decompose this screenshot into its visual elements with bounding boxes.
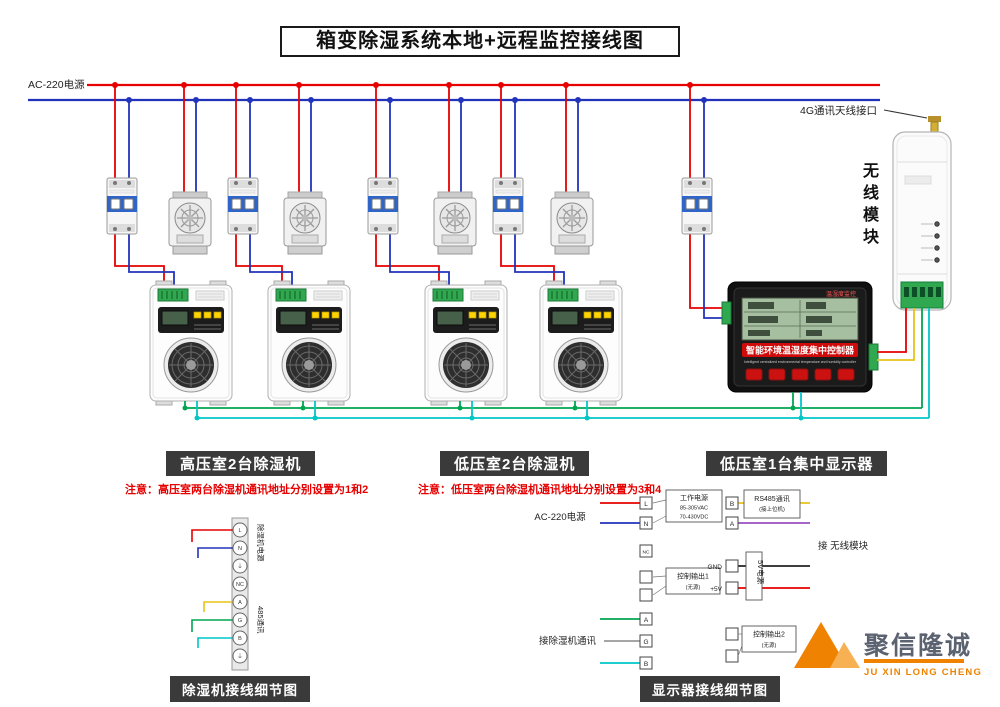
dehumidifier-comm-label: 接除湿机通讯 [539,635,597,647]
detail-dehumidifier-wiring: L N ⏚ NC A G B ⏚ 除湿机电源 485通讯 [191,517,266,671]
ctrl-out2-title: 控制输出2 [753,630,785,639]
terminal-label: L [238,528,241,534]
controller-badge: 温湿度监控 [826,290,856,298]
note-low-voltage: 注意：低压室两台除湿机通讯地址分别设置为3和4 [418,484,662,496]
page-title: 箱变除湿系统本地+远程监控接线图 [280,26,680,57]
terminal-circles [232,522,248,664]
ac-power-label: AC-220电源 [534,511,586,523]
heater-fan-unit [283,191,327,255]
v5-group-label: 5V电源 [756,560,766,585]
controller-right-terminal [868,343,879,371]
led-indicators [921,221,940,263]
antenna-pointer-line [883,109,928,119]
section-label-high-voltage: 高压室2台除湿机 [166,451,316,476]
terminal-label: G [643,639,648,646]
work-power-box [665,489,723,523]
terminal-label: B [644,661,648,668]
rs485-box [743,489,801,519]
terminal-label: A [238,600,242,606]
central-controller: 温湿度监控 智能环境温湿度集中控制器 Intelligent centraliz… [721,281,879,393]
logo-subtitle: JU XIN LONG CHENG [864,667,983,678]
ctrl-out1-sub: (无源) [686,583,701,591]
controller-title: 智能环境温湿度集中控制器 [746,345,855,356]
breaker-output-wires [114,234,724,319]
ctrl-out2-sub: (无源) [762,641,777,649]
terminal-label: B [730,501,734,508]
circuit-breaker [367,177,399,235]
power-group-label: 除湿机电源 [256,524,266,562]
power-rails [28,83,880,102]
heater-fan-unit [550,191,594,255]
terminal-label: ⏚ [237,653,243,660]
terminal-label: A [644,617,649,624]
circuit-breaker [227,177,259,235]
caption-display-detail: 显示器接线细节图 [640,676,780,702]
work-power-title: 工作电源 [680,493,708,502]
terminal-label: NC [643,550,650,556]
dehumidifier-unit [267,280,351,406]
ctrl-out2-box [741,625,797,653]
circuit-breaker [492,177,524,235]
note-high-voltage: 注意：高压室两台除湿机通讯地址分别设置为1和2 [125,484,369,496]
wireless-module-label: 无线模块 [860,162,877,250]
controller-subtitle: Intelligent centralized environmental te… [744,360,857,364]
section-label-display: 低压室1台集中显示器 [706,451,888,476]
circuit-breaker [106,177,138,235]
terminal-label: +5V [710,586,722,593]
antenna-connector-icon [928,116,941,122]
detail-display-wiring: L N NC A G B AC-220电源 接除湿机通讯 工作电源 85-305… [534,489,869,670]
caption-dehumidifier-detail: 除湿机接线细节图 [170,676,310,702]
logo-name: 聚信隆诚 [864,632,973,660]
work-power-range1: 85-305VAC [680,506,708,512]
wireless-module [892,116,952,311]
ctrl-out1-box [665,567,721,595]
circuit-breaker [681,177,713,235]
ctrl-out1-title: 控制输出1 [677,572,709,581]
rs485-title: RS485通讯 [754,494,789,503]
comm-group-label: 485通讯 [256,606,266,634]
logo-underline [864,659,964,663]
antenna-port-label: 4G通讯天线接口 [800,105,878,117]
module-label-plate [904,175,932,185]
comm-bus-wires [182,392,929,421]
dehumidifier-unit [539,280,623,406]
module-wires [877,308,930,418]
terminal-label: NC [236,582,244,588]
work-power-range2: 70-430VDC [680,515,709,521]
controller-buttons[interactable] [745,368,855,381]
display-terminals-left [639,496,653,670]
display-terminals-right [725,496,739,663]
dehumidifier-unit [424,280,508,406]
logo-icon [794,622,860,668]
terminal-label: B [238,636,242,642]
rs485-sub: (接上位机) [759,505,785,513]
terminal-label: N [238,546,242,552]
dehumidifier-units [149,280,623,406]
controller-left-terminal [721,301,732,325]
terminal-label: L [644,501,648,508]
rail-junction-dots [112,82,707,103]
heater-fan-unit [433,191,477,255]
section-label-low-voltage: 低压室2台除湿机 [440,451,590,476]
terminal-label: A [730,521,735,528]
wireless-link-label: 接 无线模块 [818,540,869,552]
power-feed-wires [112,82,707,192]
terminal-label: G [238,618,242,624]
v5-box [745,551,763,601]
heater-fan-unit [168,191,212,255]
terminal-label: N [644,521,649,528]
dehumidifier-unit [149,280,233,406]
terminal-label: ⏚ [237,563,243,570]
ac-power-rail-label: AC-220电源 [26,77,87,92]
terminal-label: GND [708,564,723,571]
comm-junction-dots [182,405,804,421]
